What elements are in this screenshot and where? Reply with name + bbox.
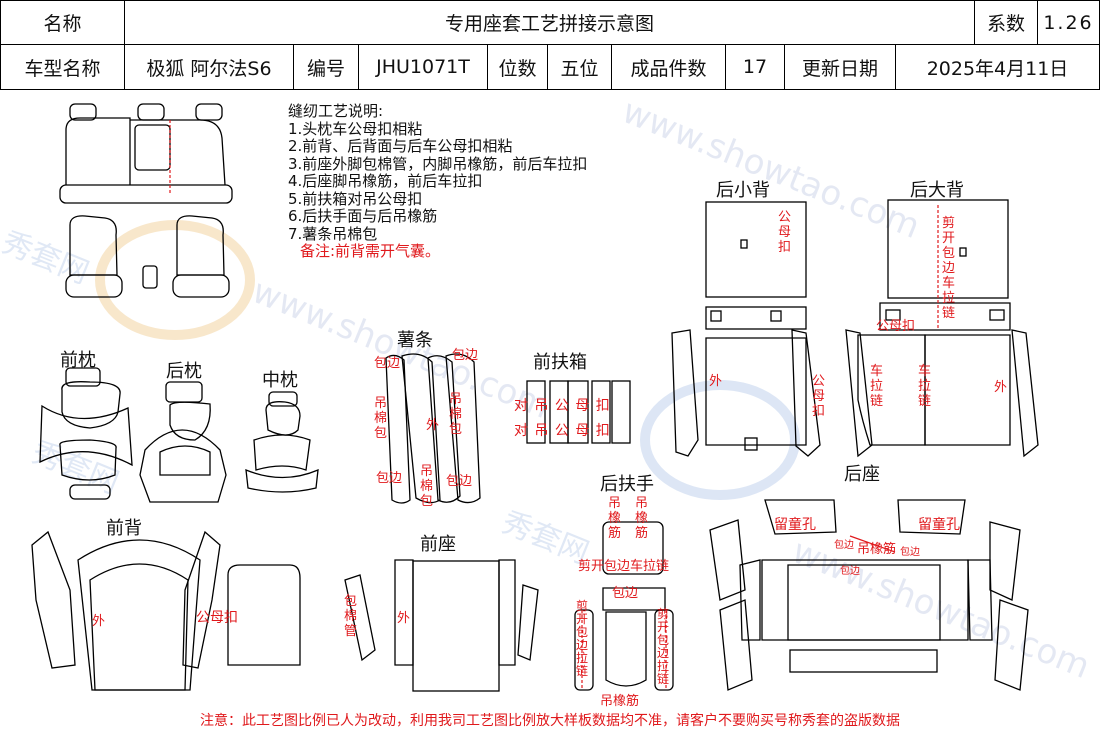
section-title-front-armbox: 前扶箱 (533, 352, 587, 373)
label-outer: 外 (709, 374, 723, 389)
section-title-fries: 薯条 (397, 330, 433, 351)
section-title-rear-small-back: 后小背 (716, 180, 770, 201)
rear-big-back-pieces (845, 199, 1039, 458)
sewing-note-item: 7.薯条吊棉包 (288, 224, 378, 243)
label-outer: 外 (426, 418, 440, 433)
label-edge-binding: 包边 (900, 547, 920, 558)
rear-seat-pieces (709, 499, 1029, 691)
label-edge-binding: 包边 (612, 586, 639, 601)
label-zipper: 车拉链 (870, 364, 884, 409)
label-edge-binding: 包边 (840, 566, 860, 577)
header-seats-label: 位数 (487, 44, 548, 90)
header-date-label: 更新日期 (784, 44, 896, 90)
fries-strip-pieces (385, 353, 481, 504)
sewing-note-item: 4.后座脚吊橡筋，前后车拉扣 (288, 172, 483, 190)
header-model-value: 极狐 阿尔法S6 (124, 44, 294, 90)
label-outer: 外 (92, 614, 106, 629)
section-title-rear-pillow: 后枕 (166, 361, 202, 382)
label-cut-edge-zipper: 剪开包边车拉链 (942, 216, 956, 321)
sewing-notes: 缝纫工艺说明: 1.头枕车公母扣相粘 2.前背、后背面与后车公母扣相粘 3.前座… (288, 102, 588, 261)
label-cotton-tube-binding: 包棉管 (344, 594, 358, 639)
sewing-note-item: 1.头枕车公母扣相粘 (288, 119, 423, 138)
label-gongmu-kou: 公母扣 (812, 374, 826, 419)
front-seat-pieces (344, 559, 539, 692)
header-pieces-value: 17 (725, 44, 785, 90)
rear-small-back-pieces (671, 201, 821, 457)
front-armbox-pieces (526, 380, 631, 444)
section-title-front-pillow: 前枕 (60, 350, 96, 371)
sewing-note-item: 3.前座外脚包棉管，内脚吊橡筋，前后车拉扣 (288, 154, 588, 173)
label-hang-cotton-pack: 吊棉包 (374, 396, 388, 441)
section-title-rear-armrest: 后扶手 (600, 474, 654, 495)
label-hang-elastic-horizontal: 吊橡筋 (600, 694, 640, 709)
label-hang-elastic: 吊橡筋 (635, 496, 649, 541)
watermark-logo (95, 220, 255, 340)
rear-pillow-pieces (139, 381, 227, 503)
section-title-front-seat: 前座 (420, 534, 456, 555)
section-title-rear-big-back: 后大背 (910, 180, 964, 201)
front-back-pieces (31, 530, 301, 691)
sewing-note-item: 5.前扶箱对吊公母扣 (288, 189, 423, 208)
header-seats-value: 五位 (547, 44, 612, 90)
mid-pillow-pieces (245, 391, 319, 493)
label-cut-edge-zipper-horizontal: 剪开包边车拉链 (578, 559, 670, 574)
label-gongmu-kou-horizontal: 公母扣 (876, 319, 916, 334)
label-outer: 外 (397, 611, 411, 626)
label-hang-cotton-pack: 吊棉包 (449, 392, 463, 437)
label-cut-edge-zipper: 剪开包边拉链 (576, 599, 589, 678)
footer-warning: 注意：此工艺图比例已人为改动，利用我司工艺图比例放大样板数据均不准，请客户不要购… (200, 713, 900, 729)
label-reserve-child-hole: 留童孔 (918, 517, 960, 533)
section-title-front-back: 前背 (106, 518, 142, 539)
header-coef-value: 1.26 (1037, 0, 1100, 45)
label-gongmu-kou: 公母扣 (778, 210, 792, 255)
label-hang-elastic: 吊橡筋 (608, 496, 622, 541)
section-title-rear-seat: 后座 (844, 464, 880, 485)
sewing-remark: 备注:前背需开气囊。 (300, 242, 441, 260)
label-reserve-child-hole: 留童孔 (774, 517, 816, 533)
front-pillow-pieces (39, 367, 133, 500)
label-hang-cotton-pack: 吊棉包 (420, 464, 434, 509)
label-outer: 外 (994, 380, 1008, 395)
sewing-note-item: 2.前背、后背面与后车公母扣相粘 (288, 137, 513, 155)
label-gongmu-kou-horizontal: 公母扣 (196, 610, 238, 626)
rear-armrest-pieces (574, 521, 674, 691)
sewing-note-item: 6.后扶手面与后吊橡筋 (288, 207, 438, 225)
label-edge-binding: 包边 (376, 471, 403, 486)
elastic-arrow (849, 535, 896, 553)
header-code-value: JHU1071T (358, 44, 488, 90)
header-model-label: 车型名称 (0, 44, 125, 90)
label-edge-binding: 包边 (834, 540, 854, 551)
label-edge-binding: 包边 (374, 356, 401, 371)
header-date-value: 2025年4月11日 (895, 44, 1100, 90)
label-hang-elastic-horizontal: 吊橡筋 (857, 542, 897, 557)
label-zipper: 车拉链 (918, 364, 932, 409)
label-edge-binding: 包边 (446, 474, 473, 489)
sewing-notes-title: 缝纫工艺说明: (288, 102, 384, 120)
label-edge-binding: 包边 (452, 348, 479, 363)
label-pair-hang-gongmu-kou: 对 吊 公 母 扣 (514, 423, 611, 439)
header-coef-label: 系数 (974, 0, 1038, 45)
section-title-mid-pillow: 中枕 (262, 370, 298, 391)
label-pair-hang-gongmu-kou: 对 吊 公 母 扣 (514, 398, 611, 414)
watermark-logo (640, 380, 800, 500)
